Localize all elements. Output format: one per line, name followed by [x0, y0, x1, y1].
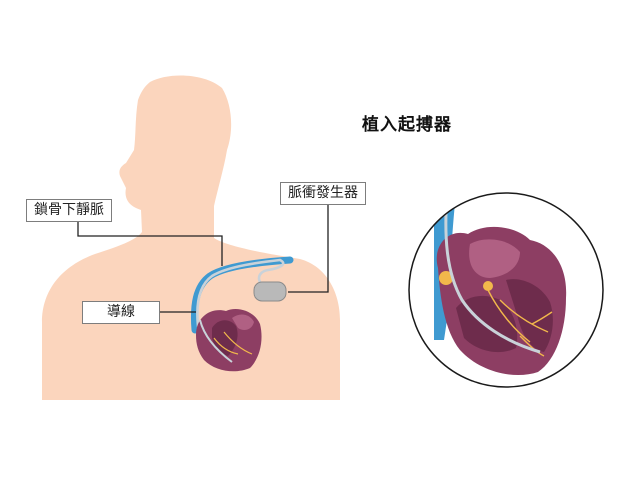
diagram-title: 植入起搏器 — [362, 115, 452, 135]
label-subclavian-vein: 鎖骨下靜脈 — [26, 199, 112, 222]
zoom-circle — [408, 192, 604, 388]
body-silhouette — [42, 75, 340, 400]
heart-small — [196, 308, 262, 372]
label-pulse-generator: 脈衝發生器 — [280, 182, 366, 205]
leader-line-subclavian — [77, 222, 223, 266]
leader-lines — [77, 203, 329, 313]
zoomed-heart — [409, 193, 603, 387]
label-lead: 導線 — [82, 301, 160, 324]
pulse-generator-device — [253, 281, 287, 302]
leader-line-generator — [288, 203, 329, 293]
